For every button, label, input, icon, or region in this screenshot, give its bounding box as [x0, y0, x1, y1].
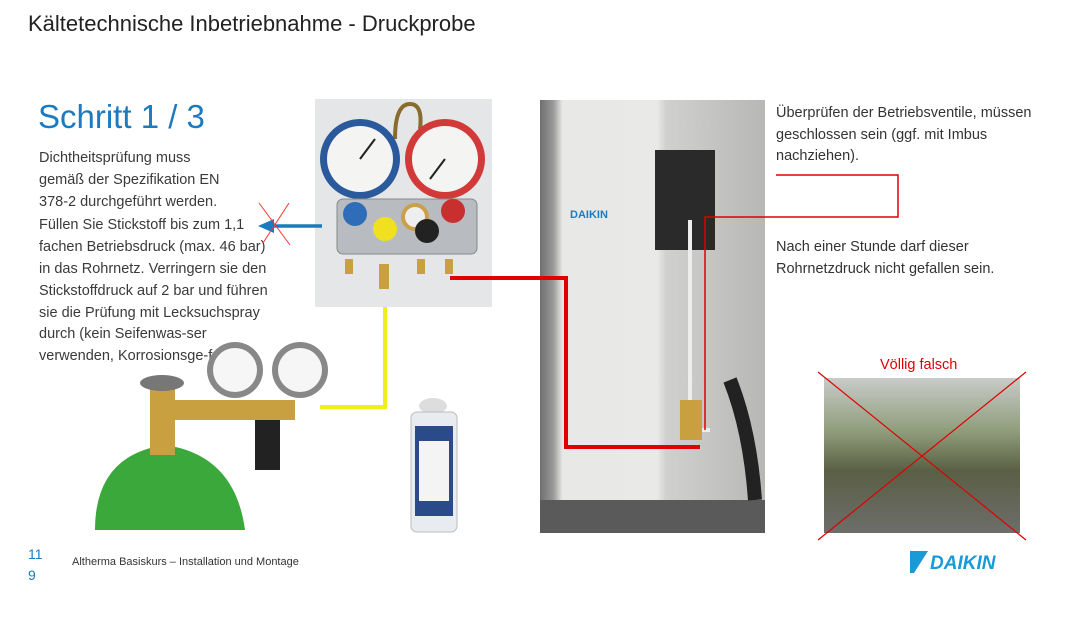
page-number-line-2: 9	[28, 567, 36, 583]
wrong-example-label: Völlig falsch	[880, 357, 958, 373]
step-heading: Schritt 1 / 3	[38, 98, 205, 135]
svg-text:DAIKIN: DAIKIN	[570, 209, 608, 221]
nitrogen-hose-line	[320, 307, 387, 409]
page-title: Kältetechnische Inbetriebnahme - Druckpr…	[28, 11, 476, 36]
instructions-text: Dichtheitsprüfung muss gemäß der Spezifi…	[39, 148, 319, 370]
valve-check-note: Überprüfen der Betriebsventile, müssen g…	[776, 105, 1032, 164]
daikin-logo: DAIKIN	[908, 549, 1026, 580]
instructions-paragraph-1: Dichtheitsprüfung muss gemäß der Spezifi…	[39, 150, 220, 210]
nitrogen-cylinder-illustration	[95, 342, 328, 530]
leak-spray-can-illustration	[410, 398, 458, 533]
red-hose-line	[450, 276, 700, 449]
footer-course-title: Altherma Basiskurs – Installation und Mo…	[72, 556, 299, 568]
pressure-hold-note: Nach einer Stunde darf dieser Rohrnetzdr…	[776, 239, 995, 277]
cross-icon	[258, 202, 291, 246]
manifold-gauge-illustration	[320, 101, 485, 289]
outdoor-unit-illustration: DAIKIN	[540, 150, 765, 533]
manifold-gauge-photo	[315, 99, 492, 307]
daikin-logo-icon: DAIKIN	[910, 551, 997, 574]
arrow-left-icon	[258, 219, 274, 233]
page-number-line-1: 11	[28, 546, 43, 562]
page-number: 11 9	[28, 544, 43, 586]
callout-line	[704, 174, 899, 430]
svg-text:DAIKIN: DAIKIN	[930, 553, 997, 574]
instructions-paragraph-2: Füllen Sie Stickstoff bis zum 1,1 fachen…	[39, 217, 268, 365]
outdoor-unit-photo: DAIKIN	[540, 100, 765, 533]
